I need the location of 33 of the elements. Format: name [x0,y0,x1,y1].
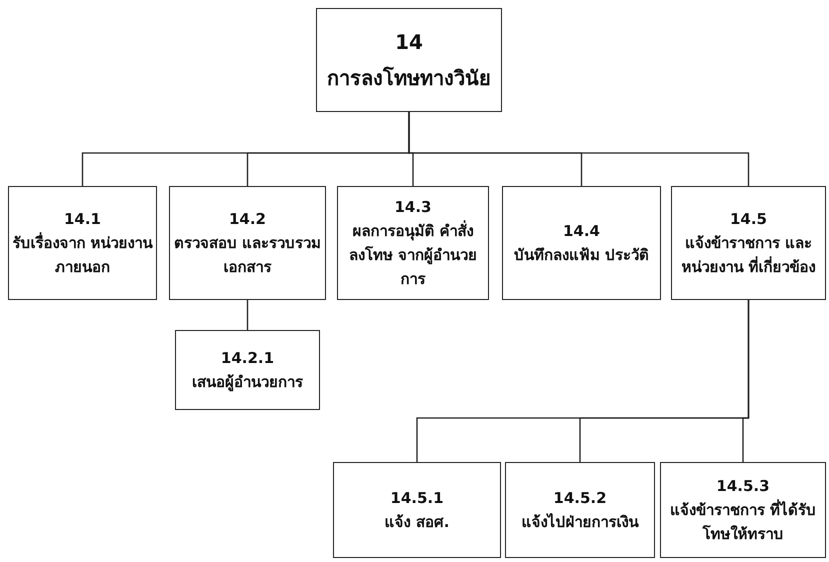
section-number: 14.4 [562,221,600,242]
section-number: 14.5.3 [716,476,770,497]
box-title: เสนอผู้อำนวยการ [192,372,303,394]
box-title: แจ้งข้าราชการ และหน่วยงาน ที่เกี่ยวข้อง [680,233,817,278]
process-box [169,186,326,300]
process-box [502,186,661,300]
process-box [505,462,655,558]
process-box [316,8,502,112]
section-number: 14.5.1 [390,488,444,509]
box-title: ผลการอนุมัติ คำสั่งลงโทษ จากผู้อำนวยการ [348,219,478,290]
box-title: แจ้ง สอศ. [384,512,450,533]
connector-line [742,300,750,462]
section-number: 14.2 [228,209,266,230]
process-box [660,462,826,558]
box-title: แจ้งไปฝ่ายการเงิน [522,512,638,533]
connector-line [408,112,750,186]
process-box [175,330,320,410]
section-number: 14.1 [64,209,101,230]
box-title: บันทึกลงแฟ้ม ประวัติ [514,245,650,266]
box-title: แจ้งข้าราชการ ที่ได้รับโทษให้ทราบ [668,498,818,545]
section-number: 14.3 [394,197,432,218]
process-box [337,186,489,300]
process-box [333,462,501,558]
process-box [8,186,157,300]
section-number: 14.5 [730,209,767,230]
box-title: ตรวจสอบ และรวบรวมเอกสาร [172,233,322,278]
box-title: รับเรื่องจาก หน่วยงานภายนอก [11,231,154,278]
box-title: การลงโทษทางวินัย [327,65,491,92]
process-box [671,186,826,300]
connector-line [246,300,248,330]
section-number: 14.2.1 [220,348,274,369]
section-number: 14.5.2 [553,488,607,509]
section-number: 14 [395,29,423,56]
